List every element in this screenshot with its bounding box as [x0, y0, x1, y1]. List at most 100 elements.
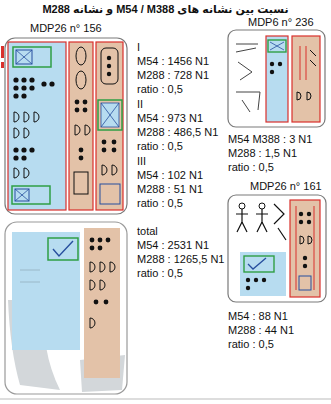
count-text: M54 : 1456 N1: [137, 55, 209, 68]
tablet-sign: [270, 70, 274, 74]
tablet-sign: [310, 50, 316, 66]
tablet-sign: [268, 40, 286, 52]
tablet-sign: [49, 81, 54, 86]
tablet-sign: [266, 36, 288, 122]
tablet-sign: [13, 93, 18, 98]
tablet-sign: [248, 258, 266, 269]
tablet-mdp26-161: [228, 195, 326, 302]
tablet-sign: [13, 85, 18, 90]
tablet-sign: [100, 184, 120, 204]
tablet-sign: [299, 276, 311, 290]
count-text: M288 : 1,5 N1: [228, 147, 297, 160]
tablet-sign: [14, 128, 29, 138]
count-text: M288 : 1265,5 N1: [137, 253, 224, 266]
tablet-sign: [14, 168, 29, 178]
tablet-sign: [14, 112, 39, 122]
tablet-sign: [13, 155, 18, 160]
tablet-sign: [84, 228, 120, 378]
tablet-sign: [83, 108, 88, 113]
tablet-sign: [1, 46, 4, 58]
tablet-sign: [79, 148, 84, 153]
tablet-sign: [246, 286, 250, 290]
tablet-sign: [303, 264, 307, 268]
tablet-sign: [90, 246, 95, 251]
tablet-sign: [15, 189, 29, 201]
tablet-sign: [96, 42, 123, 210]
tablet-sign: [292, 36, 320, 122]
face-number: II: [137, 98, 143, 111]
tablet-sign: [1, 62, 4, 68]
count-text: M54 : 2531 N1: [137, 239, 209, 252]
tablet-sign: [98, 246, 103, 251]
count-text: M54 : 88 N1: [228, 310, 288, 323]
tablet-sign: [76, 47, 86, 65]
tablet-sign: [300, 236, 312, 244]
tablet-sign: [300, 46, 306, 80]
tablet-sign: [256, 209, 268, 232]
tablet-sign: [5, 222, 127, 394]
face-number: I: [137, 41, 140, 54]
tablet-sign: [83, 100, 88, 105]
tablet-sign: [270, 42, 284, 50]
tablet-sign: [53, 241, 73, 256]
count-text: M288 : 51 N1: [137, 183, 203, 196]
tablet-sign: [307, 220, 311, 224]
tablet-obverse: [1, 38, 127, 214]
tablet-sign: [107, 56, 111, 60]
tablet-sign: [69, 42, 93, 210]
count-text: M288 : 44 N1: [228, 324, 294, 337]
tablet-sign: [107, 64, 111, 68]
count-text: M54 M388 : 3 N1: [228, 133, 312, 146]
tablet-sign: [90, 262, 115, 272]
tablet-sign: [75, 125, 90, 135]
tablet-sign: [270, 62, 274, 66]
tablet-sign: [21, 147, 26, 152]
tablet-sign: [13, 147, 18, 152]
tablet-sign: [104, 300, 109, 305]
tablet-sign: [75, 108, 80, 113]
ratio-text: ratio : 0,5: [137, 267, 183, 280]
ratio-text: ratio : 0,5: [137, 197, 183, 210]
tablet-sign: [29, 147, 34, 152]
tablet-sign: [274, 204, 286, 240]
tablet-sign: [90, 280, 105, 290]
tablet-sign: [246, 278, 250, 282]
tablet-sign: [101, 103, 119, 127]
tablet-sign: [20, 270, 40, 282]
tablet-sign: [21, 77, 26, 82]
tablet-sign: [240, 252, 286, 296]
tablet-sign: [102, 140, 107, 145]
tablet-sign: [16, 50, 32, 64]
tablet-sign: [244, 256, 274, 272]
tablet-sign: [21, 155, 26, 160]
tablet-sign: [13, 77, 18, 82]
tablet-sign: [29, 85, 34, 90]
tablet-sign: [94, 300, 99, 305]
tablet-sign: [299, 220, 303, 224]
tablet-sign: [48, 238, 78, 260]
tablet-sign: [21, 93, 26, 98]
tablet-sign: [21, 85, 26, 90]
tablet-sign: [303, 256, 307, 260]
tablet-sign: [101, 103, 119, 127]
tablet-sign: [5, 38, 127, 214]
tablet-sign: [290, 200, 320, 297]
tablet-sign: [102, 165, 117, 175]
tablet-sign: [12, 232, 80, 350]
count-text: M288 : 728 N1: [137, 69, 209, 82]
tablet-sign: [278, 62, 282, 66]
ratio-text: ratio : 0,5: [137, 140, 183, 153]
tablet-sign: [16, 50, 32, 64]
ratio-text: ratio : 0,5: [228, 161, 274, 174]
total-heading: total: [137, 225, 158, 238]
tablet-sign: [236, 209, 248, 232]
tablet-sign: [259, 203, 265, 209]
tablet-sign: [112, 140, 117, 145]
tablet-sign: [8, 42, 66, 210]
count-text: M54 : 102 N1: [137, 169, 203, 182]
tablet-sign: [74, 172, 88, 194]
tablet-sign: [106, 238, 111, 243]
bottom-rule: [0, 399, 331, 400]
face-number: III: [137, 155, 146, 168]
